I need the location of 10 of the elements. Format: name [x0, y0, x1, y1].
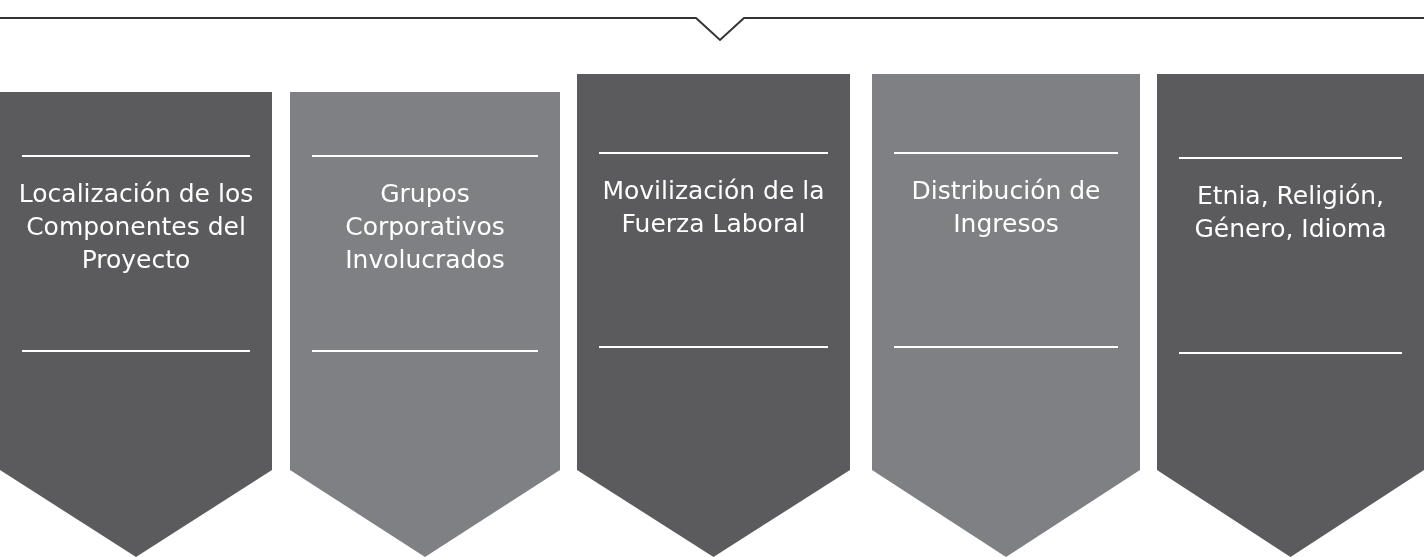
chevron-banner — [1157, 74, 1424, 557]
chevron-banner — [577, 74, 850, 557]
banner-label: Distribución de Ingresos — [910, 175, 1102, 240]
banner-label: Etnia, Religión, Género, Idioma — [1193, 180, 1388, 245]
chevron-banner — [290, 92, 560, 557]
chevron-banner — [0, 92, 272, 557]
banner-label: Movilización de la Fuerza Laboral — [601, 175, 826, 240]
chevron-banner — [872, 74, 1140, 557]
banner-label: Grupos Corporativos Involucrados — [344, 178, 506, 276]
banner-label: Localización de los Componentes del Proyecto — [17, 178, 255, 276]
